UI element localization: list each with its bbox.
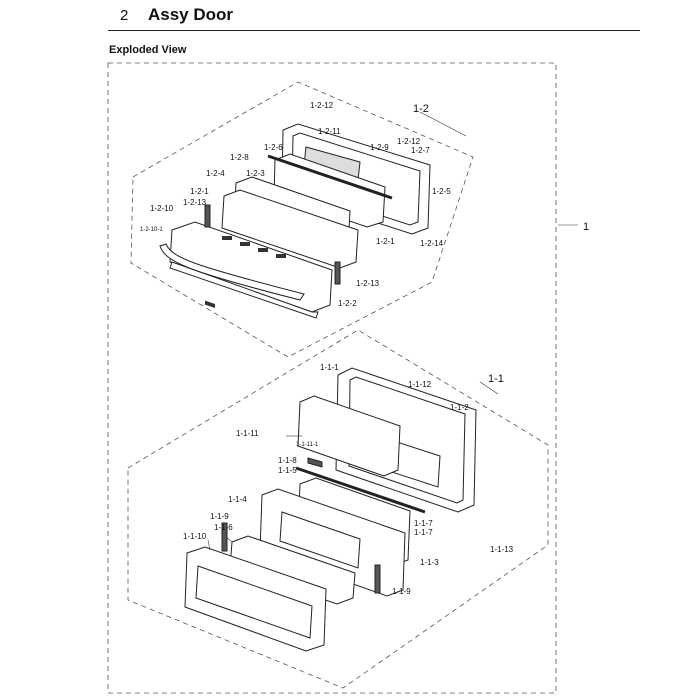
label-assembly-1-1: 1-1 xyxy=(488,373,504,385)
lower-inner-frame xyxy=(297,395,401,477)
label-1-2-5: 1-2-5 xyxy=(432,187,451,196)
lower-assembly-boundary xyxy=(127,329,549,689)
section-title: Assy Door xyxy=(148,5,234,24)
outer-frame xyxy=(107,62,557,694)
lower-hinge-right xyxy=(374,564,381,594)
label-1-1-6: 1-1-6 xyxy=(214,523,233,532)
label-1-2-14: 1-2-14 xyxy=(420,239,444,248)
section-number: 2 xyxy=(120,7,129,24)
label-1-1-11-1: 1-1-11-1 xyxy=(296,442,319,448)
label-1-2-7: 1-2-7 xyxy=(411,146,430,155)
lower-back-frame xyxy=(335,367,477,513)
label-1-1-13: 1-1-13 xyxy=(490,545,514,554)
lower-latch xyxy=(307,457,323,468)
upper-inner-panel xyxy=(221,189,359,269)
label-1-2-3: 1-2-3 xyxy=(246,169,265,178)
leader-lines xyxy=(207,111,578,551)
label-1-2-10: 1-2-10 xyxy=(150,204,174,213)
upper-part-labels: 1-2-12 1-2-11 1-2-6 1-2-9 1-2-12 1-2-7 1… xyxy=(140,101,451,308)
label-1-2-10-1: 1-2-10-1 xyxy=(140,227,163,233)
label-1-1-1: 1-1-1 xyxy=(320,363,339,372)
label-assembly-1: 1 xyxy=(583,221,589,233)
label-1-1-11: 1-1-11 xyxy=(236,429,259,438)
view-label: Exploded View xyxy=(109,44,187,56)
lower-window-opening xyxy=(279,511,361,569)
label-1-2-12-top: 1-2-12 xyxy=(310,101,334,110)
label-1-2-9: 1-2-9 xyxy=(370,143,389,152)
lower-gasket-strip xyxy=(295,466,426,514)
label-1-2-11: 1-2-11 xyxy=(318,127,341,136)
label-1-1-5: 1-1-5 xyxy=(278,466,297,475)
label-1-1-3: 1-1-3 xyxy=(420,558,439,567)
lower-part-labels: 1-1-1 1-1-12 1-1-2 1-1-11 1-1-11-1 1-1-8… xyxy=(183,363,514,596)
label-1-1-8: 1-1-8 xyxy=(278,456,297,465)
upper-hinge-left xyxy=(204,204,211,228)
label-1-1-9-left: 1-1-9 xyxy=(210,512,229,521)
lower-outer-door xyxy=(184,546,327,652)
label-1-2-13-left: 1-2-13 xyxy=(183,198,207,207)
upper-gasket-strip xyxy=(267,154,393,200)
label-1-1-12: 1-1-12 xyxy=(408,380,432,389)
upper-outer-door-edge xyxy=(169,261,319,319)
upper-vent-slots xyxy=(205,236,286,309)
lower-hinge-left xyxy=(221,522,228,552)
label-1-2-6: 1-2-6 xyxy=(264,143,283,152)
upper-assembly-boundary xyxy=(130,81,474,358)
label-1-2-13-right: 1-2-13 xyxy=(356,279,380,288)
label-1-2-12-right: 1-2-12 xyxy=(397,137,421,146)
label-1-1-9-right: 1-1-9 xyxy=(392,587,411,596)
lower-back-frame-inner xyxy=(348,376,466,504)
label-1-1-10: 1-1-10 xyxy=(183,532,207,541)
label-1-2-1-right: 1-2-1 xyxy=(376,237,395,246)
label-1-1-2: 1-1-2 xyxy=(450,403,469,412)
upper-door-handle xyxy=(159,243,305,301)
upper-hinge-right xyxy=(334,261,341,285)
label-1-1-4: 1-1-4 xyxy=(228,495,247,504)
lower-outer-door-window xyxy=(195,565,313,639)
upper-outer-door xyxy=(169,221,333,313)
page-header: 2 Assy Door xyxy=(108,4,640,31)
label-assembly-1-2: 1-2 xyxy=(413,103,429,115)
label-1-2-8: 1-2-8 xyxy=(230,153,249,162)
label-1-2-4: 1-2-4 xyxy=(206,169,225,178)
label-1-1-7-a: 1-1-7 xyxy=(414,519,433,528)
label-1-2-2: 1-2-2 xyxy=(338,299,357,308)
label-1-2-1-left: 1-2-1 xyxy=(190,187,209,196)
label-1-1-7-b: 1-1-7 xyxy=(414,528,433,537)
